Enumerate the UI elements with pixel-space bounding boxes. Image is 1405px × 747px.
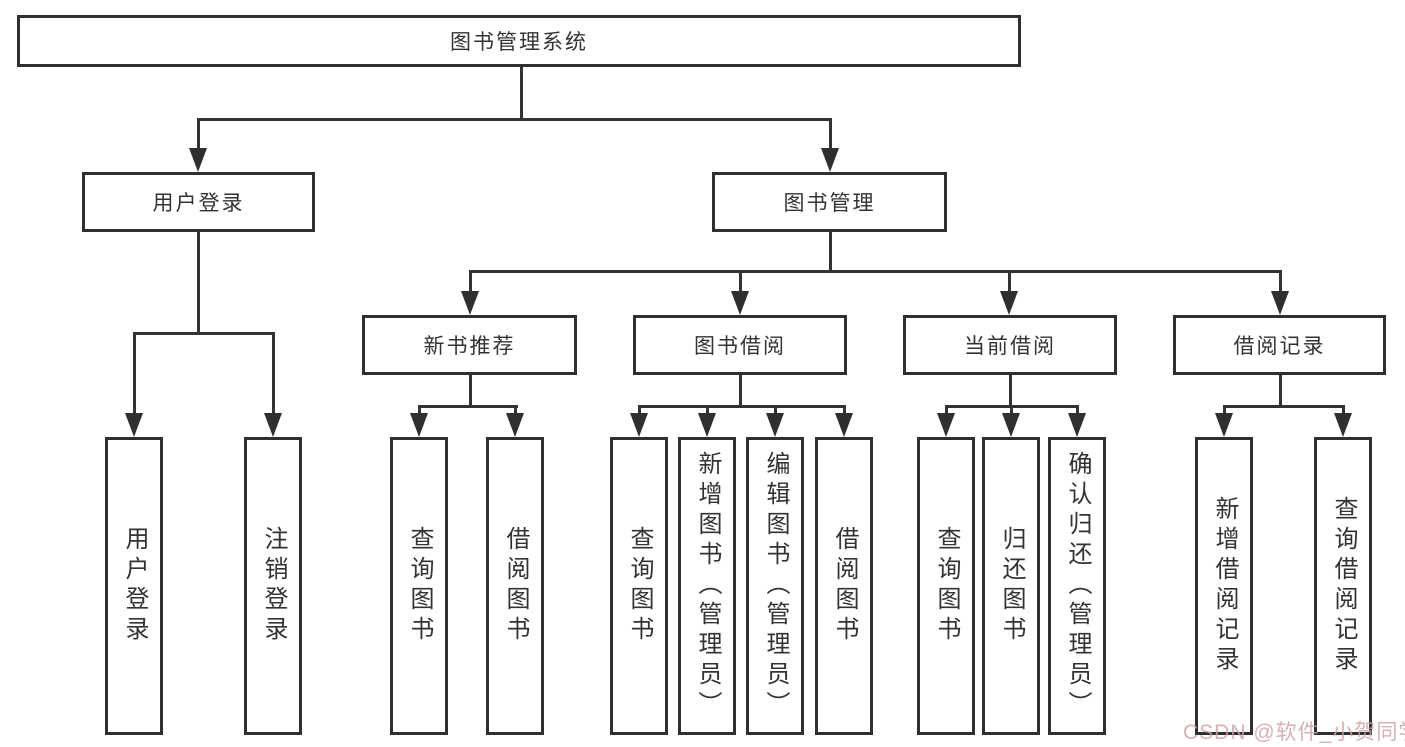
arrowhead: [189, 148, 207, 172]
connector-group-drop: [1009, 375, 1012, 408]
arrowhead: [410, 413, 428, 437]
leaf-label: 查询图书: [933, 526, 960, 646]
leaf-box-confirm-return-admin: 确认归还（管理员）: [1048, 437, 1106, 735]
leaf-box-edit-books-admin: 编辑图书（管理员）: [746, 437, 804, 735]
leaf-label: 编辑图书（管理员）: [762, 451, 789, 721]
node-box-book-borrow: 图书借阅: [633, 315, 847, 375]
leaf-box-query-books-borrow: 查询图书: [610, 437, 668, 735]
connector-root-stub: [520, 67, 523, 121]
node-box-book-management: 图书管理: [712, 172, 947, 232]
connector-login-rail: [133, 332, 275, 335]
arrowhead: [1215, 413, 1233, 437]
leaf-label: 新增借阅记录: [1211, 496, 1238, 676]
arrowhead: [821, 148, 839, 172]
connector-stub: [1076, 405, 1079, 417]
node-label-current-borrow: 当前借阅: [964, 335, 1056, 358]
connector-stub: [1279, 270, 1282, 295]
leaf-box-add-borrow-record: 新增借阅记录: [1195, 437, 1253, 735]
leaf-label: 查询图书: [406, 526, 433, 646]
arrowhead: [630, 413, 648, 437]
leaf-box-return-books: 归还图书: [982, 437, 1040, 735]
node-label-book-management: 图书管理: [783, 192, 876, 215]
connector-group-drop: [739, 375, 742, 408]
connector-group-rail: [638, 405, 846, 408]
arrowhead: [937, 413, 955, 437]
connector-level1-rail: [197, 118, 832, 121]
connector-stub: [945, 405, 948, 417]
connector-group-drop: [1279, 375, 1282, 408]
leaf-box-query-books-recommend: 查询图书: [390, 437, 448, 735]
connector-level2-rail: [469, 270, 1282, 273]
leaf-label: 查询借阅记录: [1330, 496, 1357, 676]
arrowhead: [766, 413, 784, 437]
node-label-new-book-recommend: 新书推荐: [423, 335, 516, 358]
connector-stub: [829, 118, 832, 150]
leaf-box-query-borrow-record: 查询借阅记录: [1314, 437, 1372, 735]
connector-stub: [197, 118, 200, 150]
node-box-borrow-records: 借阅记录: [1173, 315, 1386, 375]
arrowhead: [1000, 291, 1018, 315]
arrowhead: [1271, 291, 1289, 315]
leaf-box-user-login: 用户登录: [105, 437, 163, 735]
leaf-box-query-books-current: 查询图书: [917, 437, 975, 735]
leaf-label: 借阅图书: [831, 526, 858, 646]
arrowhead: [461, 291, 479, 315]
connector-mgmt-drop: [829, 232, 832, 273]
connector-stub: [706, 405, 709, 417]
leaf-label: 新增图书（管理员）: [694, 451, 721, 721]
watermark: CSDN @软件_小贺同学: [1183, 721, 1405, 744]
connector-stub: [469, 270, 472, 295]
node-box-current-borrow: 当前借阅: [903, 315, 1117, 375]
connector-stub: [843, 405, 846, 417]
arrowhead: [698, 413, 716, 437]
connector-stub: [638, 405, 641, 417]
connector-login-drop: [197, 232, 200, 335]
arrowhead: [506, 413, 524, 437]
connector-stub: [1008, 270, 1011, 295]
leaf-label: 归还图书: [998, 526, 1025, 646]
arrowhead: [264, 413, 282, 437]
leaf-box-borrow-books-recommend: 借阅图书: [486, 437, 544, 735]
leaf-label: 注销登录: [260, 526, 287, 646]
node-label-user-login: 用户登录: [152, 192, 245, 215]
arrowhead: [835, 413, 853, 437]
leaf-box-borrow-books: 借阅图书: [815, 437, 873, 735]
connector-stub: [1223, 405, 1226, 417]
connector-stub: [272, 332, 275, 415]
arrowhead: [1068, 413, 1086, 437]
node-box-user-login: 用户登录: [82, 172, 315, 232]
arrowhead: [731, 291, 749, 315]
connector-stub: [133, 332, 136, 415]
node-box-new-book-recommend: 新书推荐: [362, 315, 577, 375]
node-label-borrow-records: 借阅记录: [1233, 335, 1326, 358]
leaf-label: 用户登录: [121, 526, 148, 646]
connector-group-rail: [1223, 405, 1345, 408]
arrowhead: [125, 413, 143, 437]
leaf-label: 确认归还（管理员）: [1064, 451, 1091, 721]
arrowhead: [1334, 413, 1352, 437]
arrowhead: [1002, 413, 1020, 437]
connector-group-drop: [469, 375, 472, 408]
leaf-label: 借阅图书: [502, 526, 529, 646]
connector-group-rail: [418, 405, 518, 408]
connector-stub: [514, 405, 517, 417]
connector-stub: [1342, 405, 1345, 417]
leaf-label: 查询图书: [626, 526, 653, 646]
connector-stub: [1010, 405, 1013, 417]
node-box-root: 图书管理系统: [17, 15, 1021, 67]
connector-stub: [739, 270, 742, 295]
node-label-book-borrow: 图书借阅: [694, 335, 786, 358]
connector-stub: [418, 405, 421, 417]
connector-stub: [774, 405, 777, 417]
leaf-box-add-books-admin: 新增图书（管理员）: [678, 437, 736, 735]
node-label-root: 图书管理系统: [450, 31, 588, 54]
leaf-box-logout: 注销登录: [244, 437, 302, 735]
